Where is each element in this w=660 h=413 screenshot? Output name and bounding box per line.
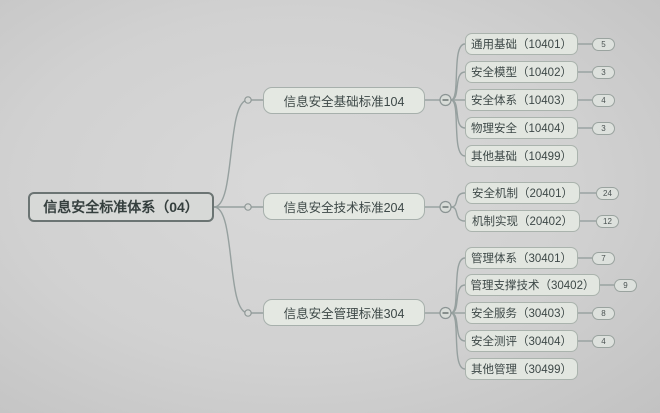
leaf-node-10403[interactable]: 安全体系（10403） [465,89,578,111]
count-badge-30404: 4 [592,334,615,348]
leaf-node-30401[interactable]: 管理体系（30401） [465,247,578,269]
count-badge-10404: 3 [592,121,615,135]
branch-entry-dot [244,203,252,211]
branch-node-304[interactable]: 信息安全管理标准304 [263,299,425,326]
leaf-node-20402[interactable]: 机制实现（20402） [465,210,580,232]
leaf-node-10499[interactable]: 其他基础（10499） [465,145,578,167]
collapse-toggle-branch-104[interactable] [439,93,452,107]
leaf-node-10402[interactable]: 安全模型（10402） [465,61,578,83]
leaf-node-30404[interactable]: 安全测评（30404） [465,330,578,352]
count-badge-30401: 7 [592,251,615,265]
count-badge-20402: 12 [596,214,619,228]
leaf-node-30402[interactable]: 管理支撑技术（30402） [465,274,600,296]
leaf-node-10401[interactable]: 通用基础（10401） [465,33,578,55]
count-badge-30402: 9 [614,278,637,292]
count-badge-10402: 3 [592,65,615,79]
branch-node-204[interactable]: 信息安全技术标准204 [263,193,425,220]
leaf-node-10404[interactable]: 物理安全（10404） [465,117,578,139]
count-badge-10401: 5 [592,37,615,51]
count-badge-10403: 4 [592,93,615,107]
branch-entry-dot [244,309,252,317]
branch-entry-dot [244,96,252,104]
leaf-node-30499[interactable]: 其他管理（30499） [465,358,578,380]
count-badge-20401: 24 [596,186,619,200]
count-badge-30403: 8 [592,306,615,320]
leaf-node-30403[interactable]: 安全服务（30403） [465,302,578,324]
collapse-toggle-branch-204[interactable] [439,200,452,214]
leaf-node-20401[interactable]: 安全机制（20401） [465,182,580,204]
root-node[interactable]: 信息安全标准体系（04） [28,192,214,222]
branch-node-104[interactable]: 信息安全基础标准104 [263,87,425,114]
collapse-toggle-branch-304[interactable] [439,306,452,320]
